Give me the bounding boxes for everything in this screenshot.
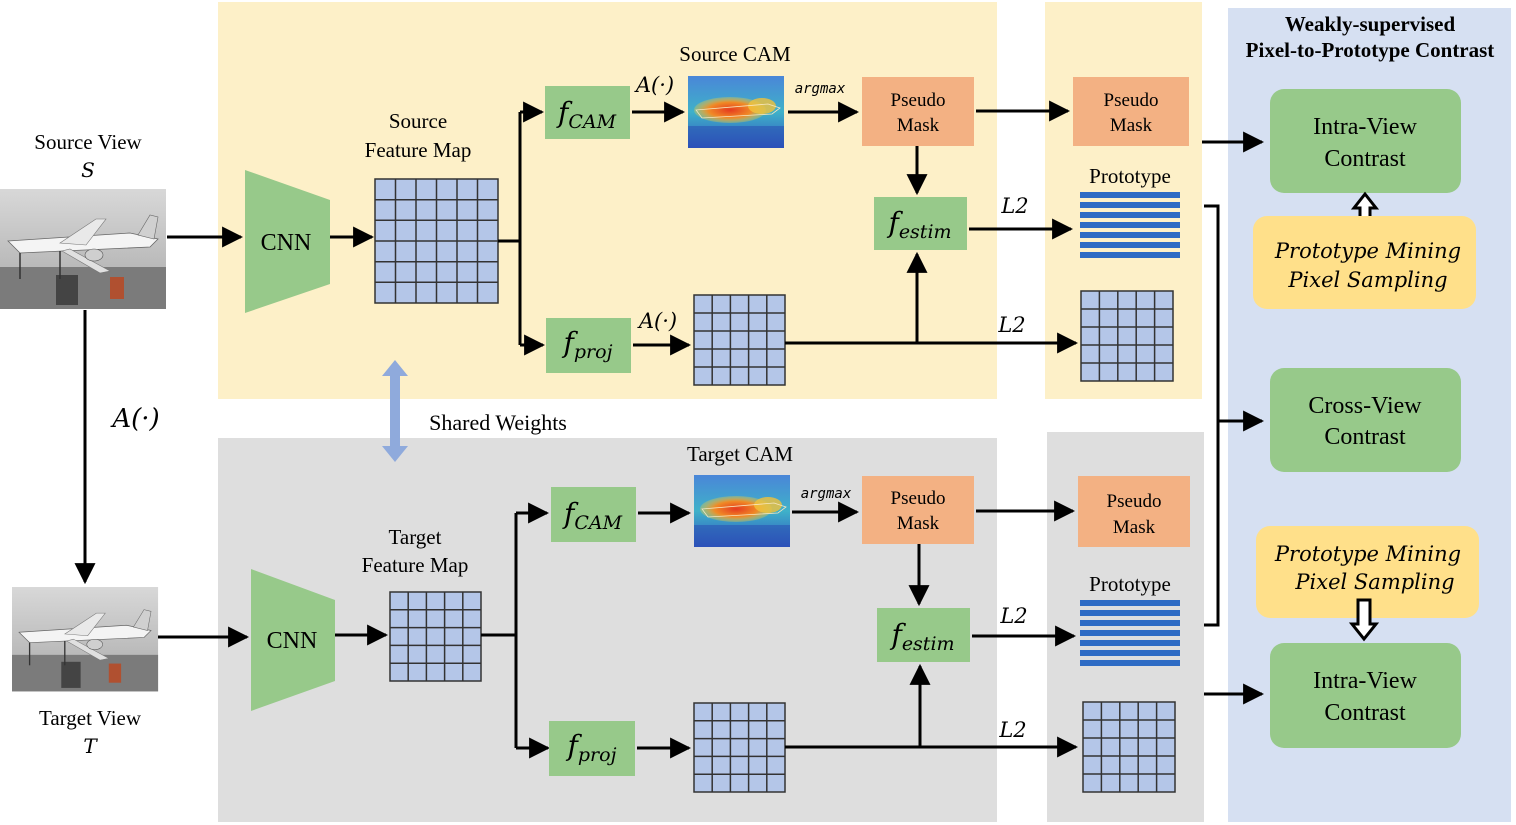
target-l2-proj-label: L2: [998, 718, 1026, 742]
target-mining-label-1: Prototype Mining: [1274, 542, 1461, 566]
source-fproj-box: [546, 318, 631, 373]
contrast-panel-title-1: Weakly-supervised: [1285, 12, 1456, 36]
source-projected-grid: [693, 294, 786, 386]
target-pseudo-mask-box: [862, 476, 974, 544]
source-mining-box: [1253, 216, 1476, 309]
contrast-panel-title-2: Pixel-to-Prototype Contrast: [1246, 38, 1495, 62]
source-view-image: [0, 188, 167, 310]
source-l2-proto-label: L2: [1000, 194, 1028, 218]
source-festim-box: [874, 197, 967, 250]
target-festim-box: [877, 608, 970, 662]
target-pseudo-mask-label-1: Pseudo: [891, 488, 946, 509]
source-output-mask-label-1: Pseudo: [1104, 90, 1159, 111]
target-feature-map-label-2: Feature Map: [362, 553, 469, 577]
target-fproj-box: [549, 721, 635, 776]
source-pseudo-mask-label-1: Pseudo: [891, 90, 946, 111]
source-view-symbol: S: [81, 158, 95, 182]
source-cam-image: [687, 75, 785, 149]
cross-view-bracket: [1204, 204, 1220, 627]
target-intra-view-label-2: Contrast: [1324, 700, 1406, 726]
source-split-lines: [498, 112, 522, 345]
source-pseudo-mask-label-2: Mask: [897, 115, 940, 136]
target-output-mask-label-1: Pseudo: [1107, 491, 1162, 512]
target-view-symbol: T: [83, 734, 98, 758]
source-prototype-label: Prototype: [1089, 164, 1171, 188]
target-output-mask-label-2: Mask: [1113, 517, 1156, 538]
source-feature-map-label-1: Source: [389, 109, 447, 133]
target-view-label: Target View: [39, 706, 142, 730]
source-intra-view-label-1: Intra-View: [1313, 114, 1418, 140]
augment-label: A(·): [110, 404, 159, 434]
target-mining-label-2: Pixel Sampling: [1294, 570, 1454, 594]
source-argmax-label: argmax: [795, 81, 846, 97]
target-fcam-box: [551, 487, 636, 542]
source-fcam-label: fCAM: [556, 96, 617, 133]
cross-view-box: [1270, 368, 1461, 472]
target-prototype-stack: [1080, 600, 1180, 666]
source-output-pseudo-mask: [1073, 77, 1189, 146]
target-argmax-label: argmax: [801, 486, 852, 502]
source-l2-proj-label: L2: [997, 313, 1025, 337]
source-prototype-stack: [1080, 192, 1180, 258]
source-feature-map-grid: [374, 178, 499, 304]
shared-weights-arrow: [382, 360, 408, 462]
source-intra-view-box: [1270, 89, 1461, 193]
cross-view-label-2: Contrast: [1324, 424, 1406, 450]
target-intra-view-box: [1270, 643, 1461, 748]
source-proj-aug-label: A(·): [637, 309, 677, 333]
source-view-label: Source View: [34, 130, 142, 154]
source-intra-view-label-2: Contrast: [1324, 146, 1406, 172]
target-mining-hollow-arrow: [1348, 598, 1380, 642]
source-mining-label-2: Pixel Sampling: [1287, 268, 1447, 292]
target-feature-map-label-1: Target: [389, 525, 442, 549]
source-feature-map-label-2: Feature Map: [365, 138, 472, 162]
target-projected-grid: [693, 702, 786, 793]
target-intra-view-label-1: Intra-View: [1313, 668, 1418, 694]
target-output-grid: [1082, 701, 1176, 793]
source-cnn: [245, 170, 330, 313]
target-feature-map-grid: [389, 591, 482, 682]
source-aug-label: A(·): [634, 73, 674, 97]
source-cam-title: Source CAM: [679, 42, 791, 66]
target-mining-box: [1256, 526, 1479, 618]
target-output-pseudo-mask: [1078, 476, 1190, 547]
source-mining-label-1: Prototype Mining: [1274, 239, 1461, 263]
cross-view-label-1: Cross-View: [1308, 393, 1422, 419]
target-cnn: [251, 569, 335, 711]
target-split-lines: [481, 513, 518, 748]
target-l2-proto-label: L2: [999, 604, 1027, 628]
target-pseudo-mask-label-2: Mask: [897, 513, 940, 534]
source-cnn-label: CNN: [261, 230, 312, 256]
source-fcam-box: [545, 86, 630, 139]
target-prototype-label: Prototype: [1089, 572, 1171, 596]
target-view-image: [11, 586, 159, 693]
source-output-mask-label-2: Mask: [1110, 115, 1153, 136]
source-output-grid: [1080, 290, 1174, 382]
target-cam-title: Target CAM: [687, 442, 793, 466]
shared-weights-label: Shared Weights: [429, 410, 567, 435]
target-cam-image: [693, 474, 791, 548]
source-pseudo-mask-box: [862, 77, 974, 146]
target-cnn-label: CNN: [267, 628, 318, 654]
